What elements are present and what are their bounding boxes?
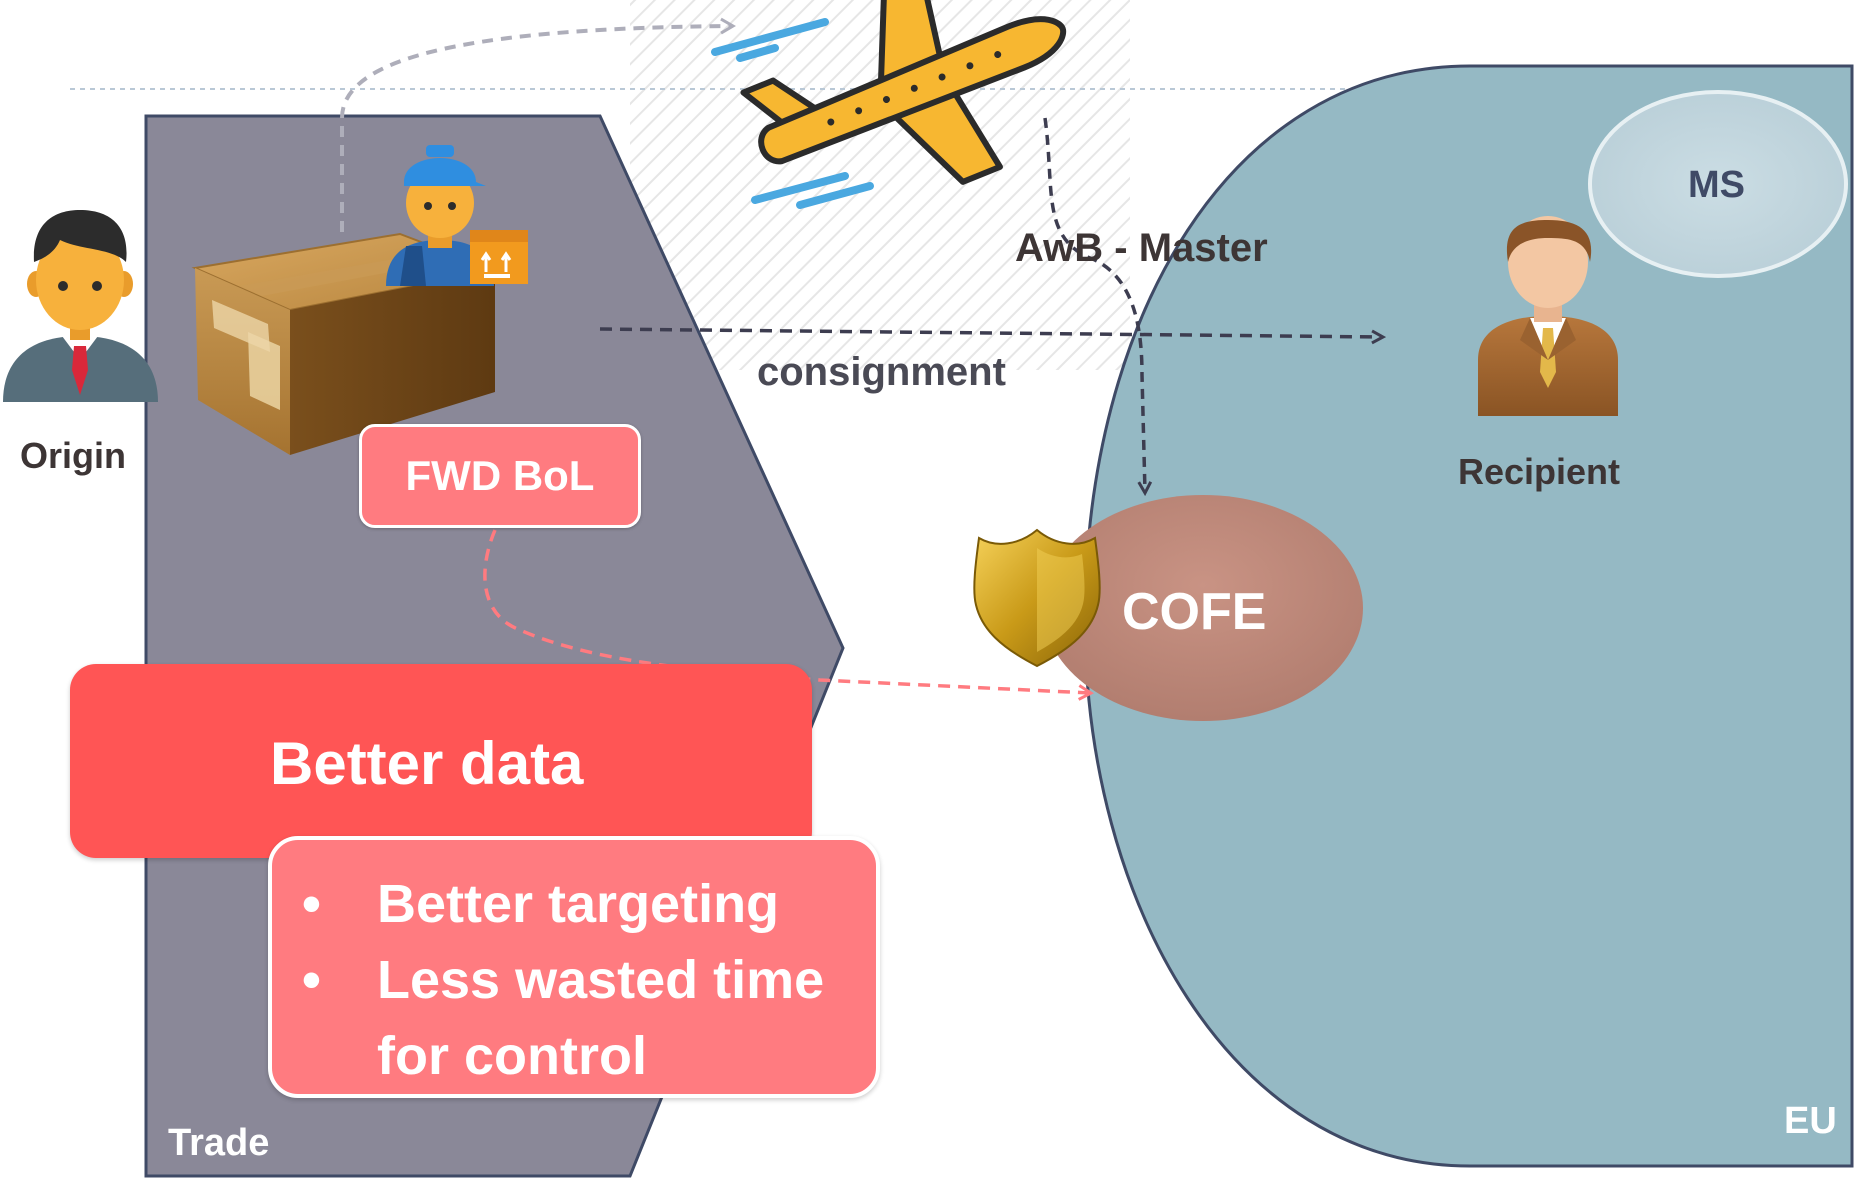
airplane-icon	[711, 0, 1067, 209]
fwd-bol-box: FWD BoL	[359, 424, 641, 528]
consignment-label: consignment	[757, 350, 1006, 394]
shipment-arrow	[340, 17, 736, 232]
benefit-item: Better targeting	[272, 866, 876, 942]
recipient-person-icon	[1478, 216, 1618, 416]
shield-badge-icon	[973, 528, 1101, 668]
trade-label: Trade	[168, 1122, 270, 1164]
better-data-title: Better data	[270, 730, 584, 797]
eu-label: EU	[1784, 1100, 1837, 1142]
cofe-label: COFE	[1122, 583, 1267, 641]
fwd-bol-arrow	[483, 529, 1094, 701]
recipient-label: Recipient	[1458, 451, 1621, 492]
ms-ellipse	[1588, 90, 1848, 278]
benefit-item-continuation: for control	[377, 1026, 647, 1086]
fwd-bol-label: FWD BoL	[405, 452, 595, 499]
awb-master-label: AwB - Master	[1015, 226, 1268, 270]
benefit-item: Less wasted time	[272, 942, 876, 1018]
cofe-ellipse	[1043, 495, 1363, 721]
consignment-arrow	[599, 327, 1382, 337]
better-data-callout: Better data	[70, 664, 812, 858]
benefits-box: Better targeting Less wasted time for co…	[268, 836, 880, 1098]
ms-label: MS	[1688, 164, 1745, 206]
benefits-list: Better targeting Less wasted time	[272, 866, 876, 1018]
awb-master-arrow	[1043, 117, 1145, 492]
worker-icon	[386, 145, 528, 286]
origin-person-icon	[3, 210, 158, 402]
origin-label: Origin	[20, 435, 126, 476]
